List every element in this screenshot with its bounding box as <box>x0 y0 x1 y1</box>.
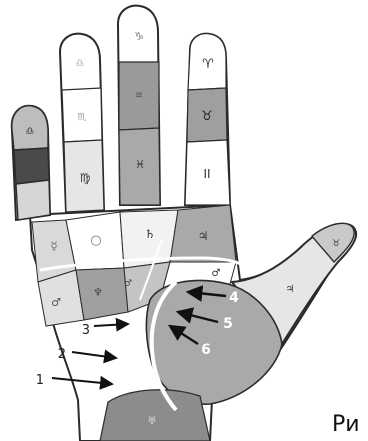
mars-plain-sign: ♂ <box>124 279 132 289</box>
ring-base-sign: ♍ <box>80 171 91 185</box>
mars-upper-sign: ♂ <box>212 268 221 279</box>
line-label-1: 1 <box>36 373 44 388</box>
moon-mount-sign: ♆ <box>93 286 103 299</box>
index-tip-sign: ♈ <box>202 57 214 72</box>
saturn-mount-sign: ♄ <box>145 227 156 241</box>
jupiter-mount-sign: ♃ <box>198 229 209 243</box>
index-base-sign: II <box>203 167 210 181</box>
line-label-4: 4 <box>229 290 239 306</box>
figure-caption: Ри <box>332 412 360 437</box>
middle-base-sign: ♓ <box>135 158 145 171</box>
ring-mid-sign: ♏ <box>78 112 87 123</box>
line-label-5: 5 <box>223 316 233 332</box>
line-label-2: 2 <box>58 347 66 362</box>
mercury-mount-sign: ☿ <box>50 239 57 253</box>
ring-tip-sign: ♎ <box>76 58 85 69</box>
middle-tip-sign: ♑ <box>134 30 144 43</box>
thumb-base-sign: ♃ <box>286 284 295 295</box>
pinky-base-segment <box>16 180 50 220</box>
sun-mount-sign: ○ <box>90 233 101 248</box>
line-label-6: 6 <box>201 342 211 358</box>
pinky-tip-sign: ♎ <box>26 126 35 137</box>
line-label-3: 3 <box>82 323 90 338</box>
mars-lower-sign: ♂ <box>51 296 61 309</box>
venus-base-sign: ♅ <box>148 416 157 427</box>
index-mid-sign: ♉ <box>201 109 213 124</box>
middle-mid-sign: ≡ <box>135 90 143 101</box>
pinky-mid-segment <box>14 148 49 184</box>
thumb-tip-sign: ♉ <box>332 239 340 249</box>
